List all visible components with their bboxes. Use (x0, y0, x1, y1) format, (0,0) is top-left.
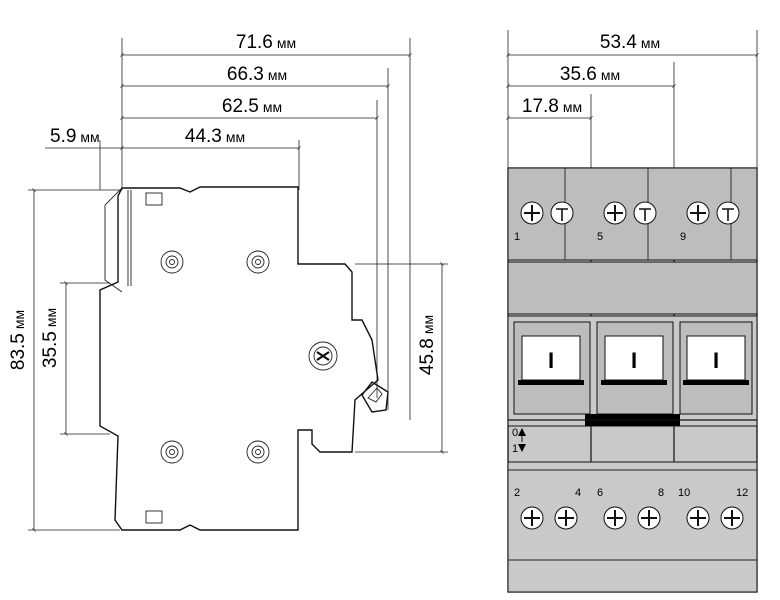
svg-text:12: 12 (736, 487, 748, 499)
arrow-down-icon (518, 444, 526, 452)
rivet-icon (160, 250, 184, 274)
handle-area: I I I (507, 315, 758, 427)
svg-text:4: 4 (575, 487, 581, 499)
front-label-band (507, 261, 758, 315)
dim-label-45-8: 45.8мм (417, 315, 438, 375)
dim-label-35-5: 35.5мм (40, 308, 61, 368)
svg-text:9: 9 (680, 231, 686, 243)
side-screw-icon (308, 341, 338, 371)
svg-text:2: 2 (514, 487, 520, 499)
side-body-outline (99, 186, 379, 531)
toggle-handle-2[interactable]: I (596, 321, 674, 415)
svg-text:8: 8 (658, 487, 664, 499)
svg-text:I: I (631, 348, 637, 373)
svg-text:I: I (713, 348, 719, 373)
side-din-clip (361, 381, 389, 413)
rivet-icon (246, 250, 270, 274)
top-terminal-5: 5 (597, 201, 657, 243)
svg-text:5: 5 (597, 231, 603, 243)
svg-text:1: 1 (514, 231, 520, 243)
svg-text:0: 0 (512, 427, 518, 439)
front-horizontal-dims (506, 53, 759, 120)
svg-text:I: I (548, 348, 554, 373)
side-bottom-slot (145, 510, 163, 524)
side-front-panel (104, 187, 123, 293)
rivet-icon (246, 440, 270, 464)
bottom-terminal-band (507, 461, 758, 593)
top-terminal-band (507, 167, 758, 261)
bottom-terminal-10-12: 10 12 (678, 487, 748, 530)
bottom-terminal-2-4: 2 4 (514, 487, 581, 530)
toggle-handle-1[interactable]: I (513, 321, 591, 415)
side-top-slot (145, 192, 163, 206)
svg-text:1: 1 (512, 443, 518, 455)
rivet-icon (160, 440, 184, 464)
svg-text:6: 6 (597, 487, 603, 499)
toggle-handle-3[interactable]: I (679, 321, 753, 415)
arrow-up-icon (518, 428, 526, 436)
dim-label-83-5: 83.5мм (8, 310, 29, 370)
svg-text:10: 10 (678, 487, 690, 499)
side-horizontal-dims (45, 53, 412, 150)
top-terminal-9: 9 (680, 201, 740, 243)
bottom-terminal-6-8: 6 8 (597, 487, 664, 530)
side-vertical-dims (28, 188, 448, 532)
position-indicator: 0 1 (512, 427, 526, 455)
top-terminal-1: 1 (514, 201, 574, 243)
side-rivets (160, 250, 270, 464)
